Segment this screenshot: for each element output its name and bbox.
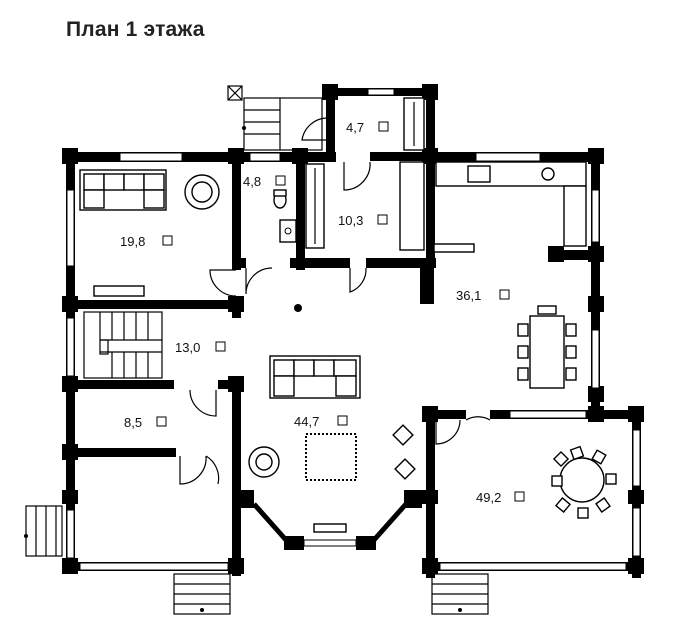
room-labels: 19,8 4,8 4,7 10,3 36,1 13,0 8,5 44,7 49,…: [120, 120, 525, 505]
room-marker-icon: [377, 214, 388, 225]
room-marker-icon: [275, 175, 286, 186]
room-area-label: 13,0: [175, 340, 200, 355]
windows: [66, 88, 641, 571]
log-corners: [62, 84, 644, 574]
room-marker-icon: [337, 415, 348, 426]
tv-stand-icon: [93, 285, 145, 297]
page-title: План 1 этажа: [66, 18, 205, 41]
room-area-label: 44,7: [294, 414, 319, 429]
dining-table-icon: [517, 305, 577, 389]
room-marker-icon: [514, 491, 525, 502]
staircase: [83, 311, 163, 379]
tv-stand-icon: [313, 523, 347, 533]
sofa-icon: [79, 169, 167, 211]
room-area-label: 10,3: [338, 213, 363, 228]
room-marker-icon: [499, 289, 510, 300]
room-area-label: 49,2: [476, 490, 501, 505]
room-marker-icon: [378, 121, 389, 132]
room-marker-icon: [162, 235, 173, 246]
room-area-label: 4,8: [243, 174, 261, 189]
room-area-label: 8,5: [124, 415, 142, 430]
room-area-label: 36,1: [456, 288, 481, 303]
armchair-icon: [184, 174, 220, 210]
furniture: [79, 97, 617, 533]
sofa-icon: [269, 355, 361, 399]
room-area-label: 19,8: [120, 234, 145, 249]
armchair-icon: [248, 424, 416, 480]
porch-steps: [24, 85, 489, 615]
kitchen-counter-icon: [399, 161, 587, 253]
round-table-icon: [551, 445, 617, 519]
room-marker-icon: [215, 341, 226, 352]
room-area-label: 4,7: [346, 120, 364, 135]
rug-icon: [305, 433, 357, 481]
bathroom-fixtures: [273, 189, 297, 243]
doors: [179, 117, 491, 485]
wardrobe-icon: [305, 97, 425, 249]
room-marker-icon: [156, 416, 167, 427]
column-icon: [294, 304, 302, 312]
